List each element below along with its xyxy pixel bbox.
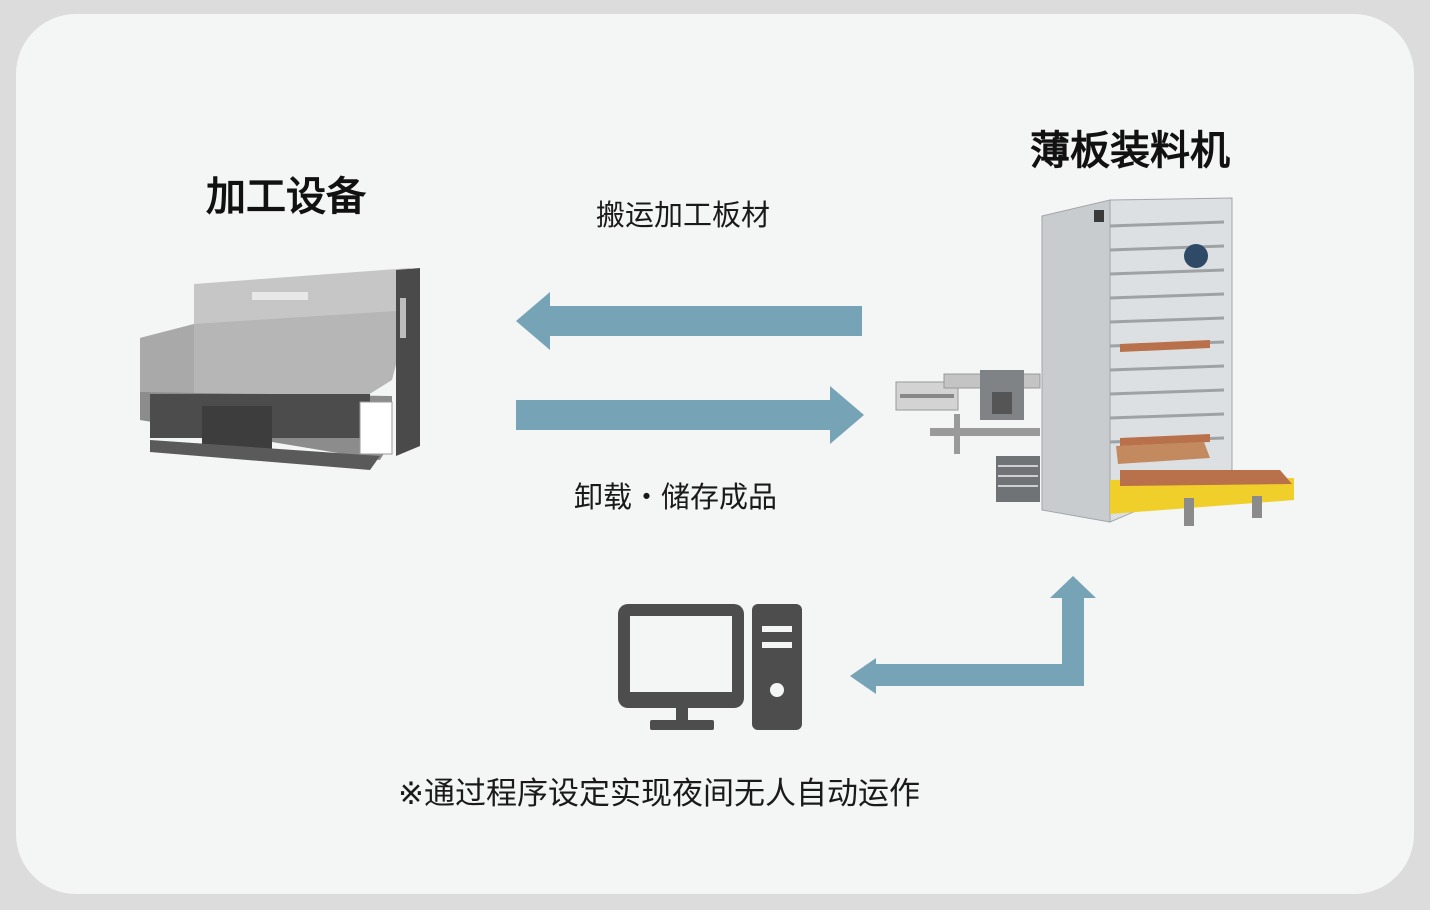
sheet-loader-title: 薄板装料机 xyxy=(1030,128,1230,174)
elbow-arrow xyxy=(850,576,1096,694)
desktop-computer-icon xyxy=(618,604,802,730)
sheet-tower-loader-icon xyxy=(895,197,1294,526)
press-brake-machine-icon xyxy=(140,268,420,470)
transport-label: 搬运加工板材 xyxy=(596,198,771,232)
footnote: ※通过程序设定实现夜间无人自动运作 xyxy=(398,776,920,812)
left-arrow xyxy=(516,292,862,350)
right-arrow xyxy=(516,386,864,444)
unload-store-label: 卸载・储存成品 xyxy=(574,480,778,514)
processing-equipment-title: 加工设备 xyxy=(206,174,366,220)
